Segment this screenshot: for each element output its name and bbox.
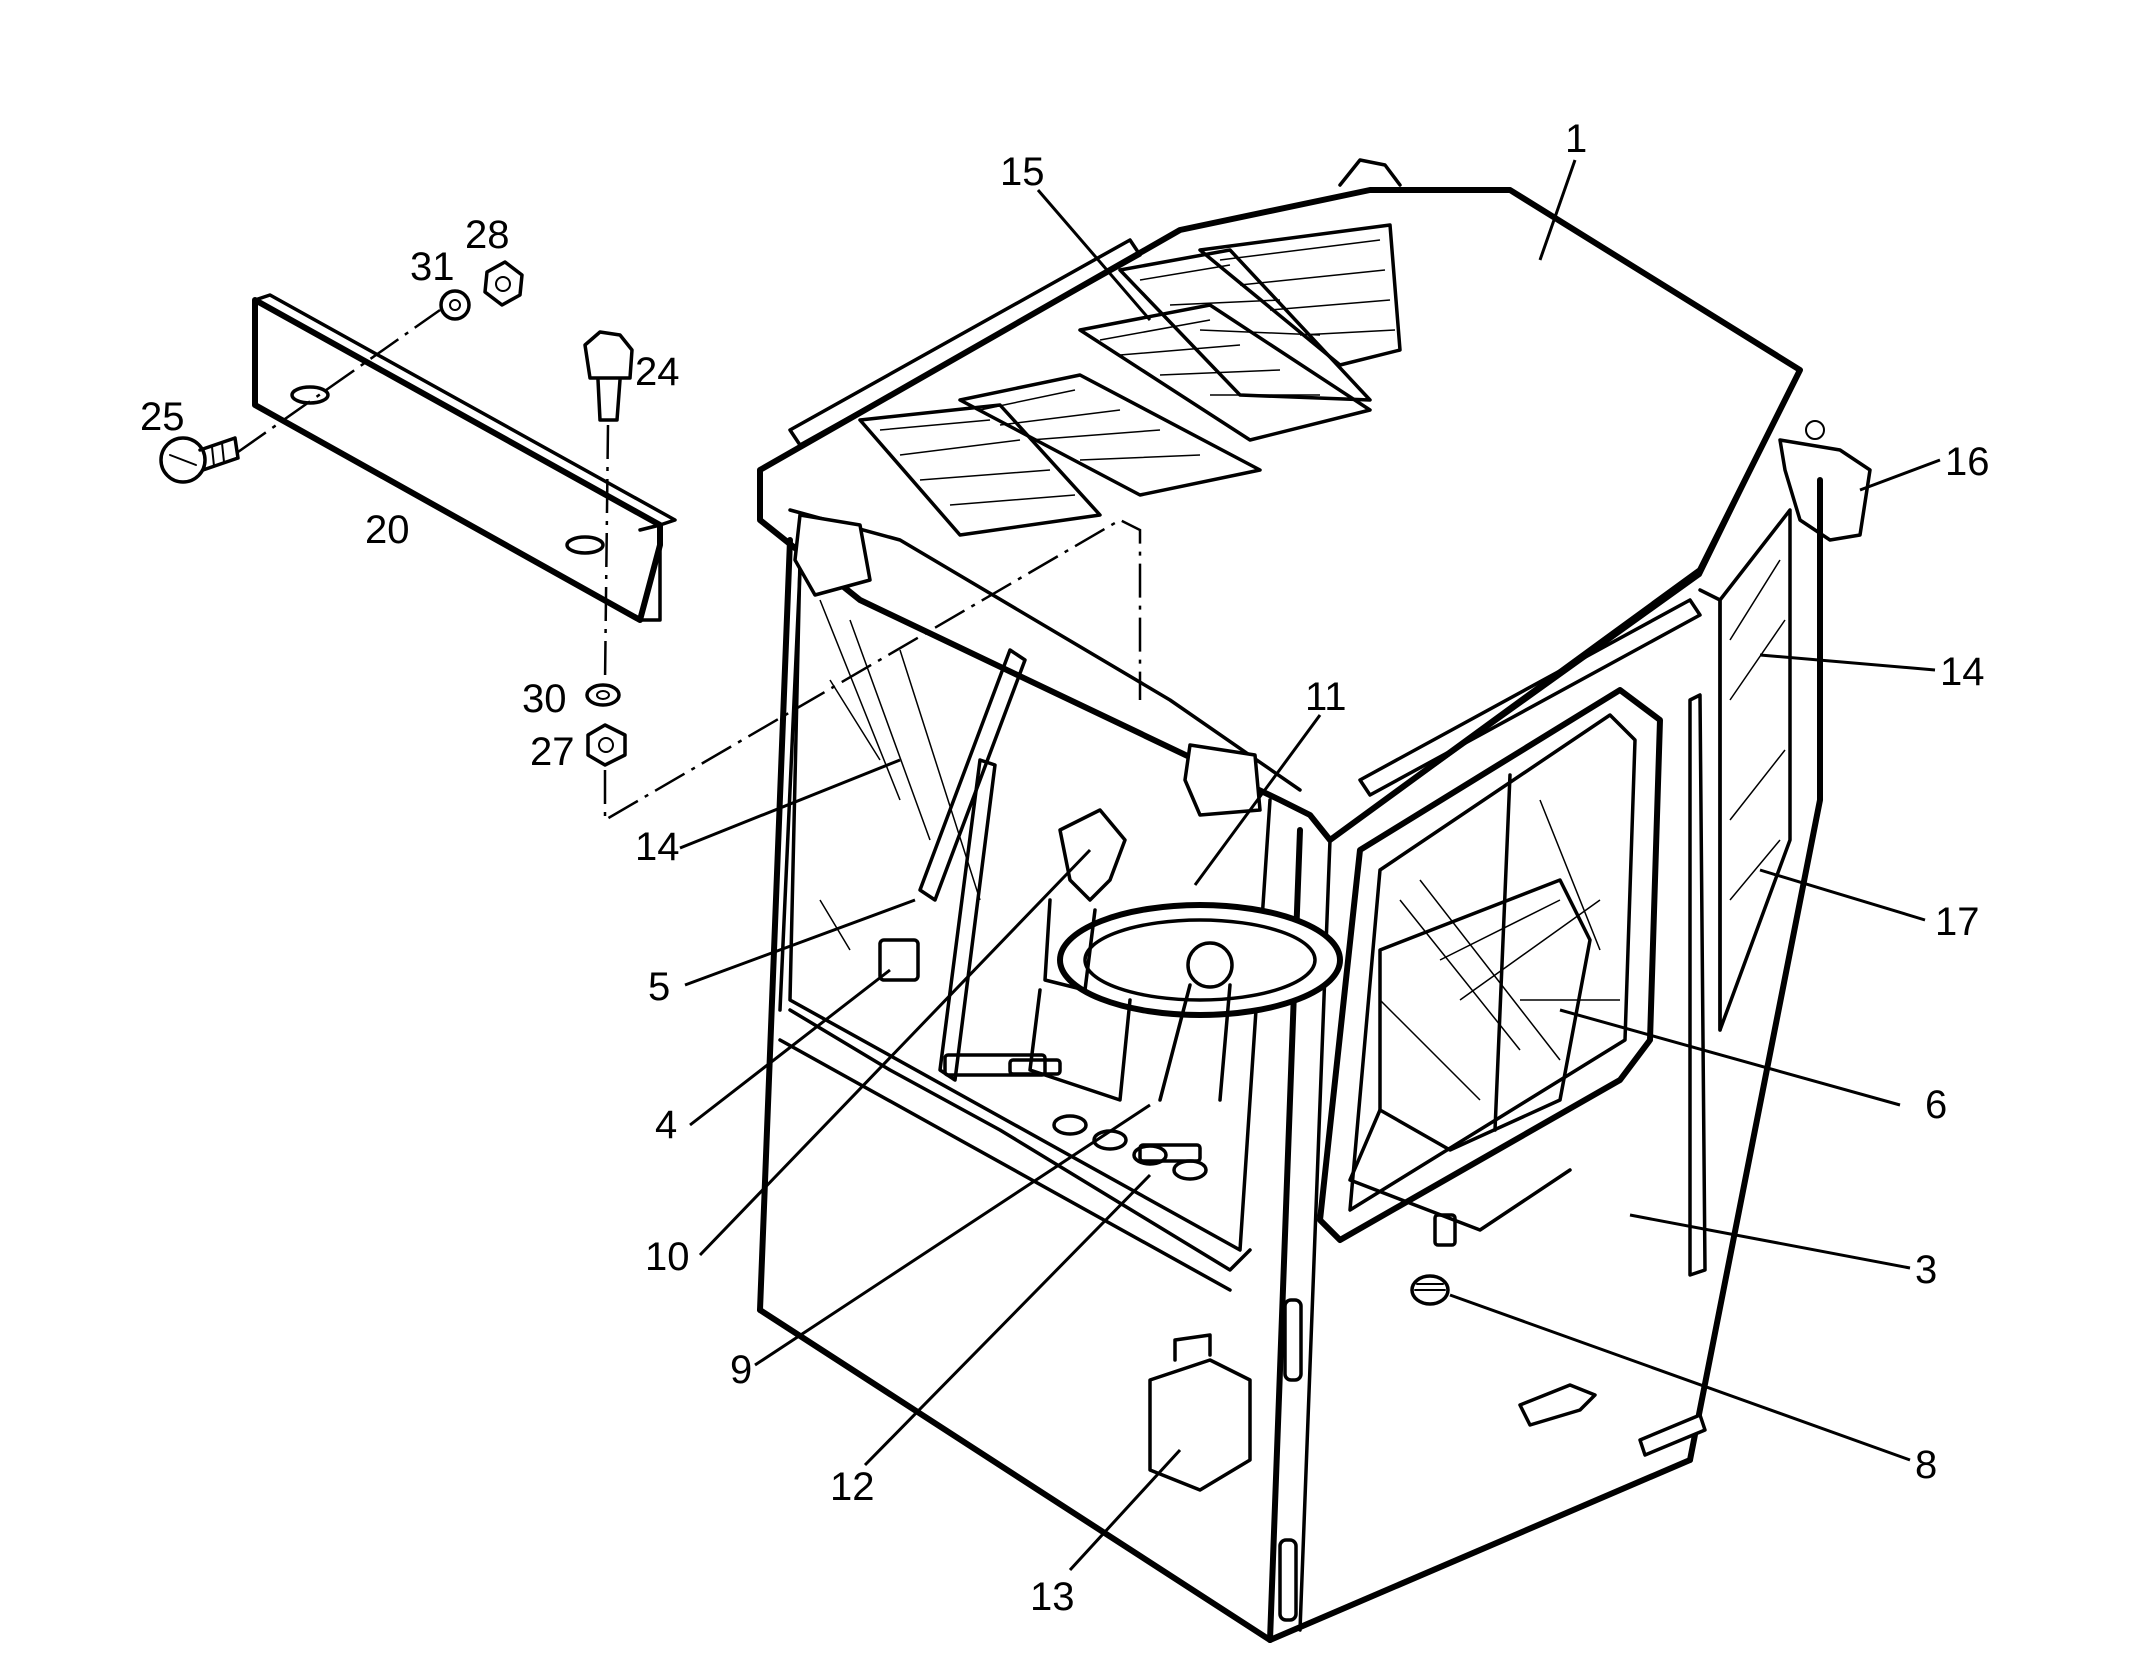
cab-assembly — [757, 158, 1872, 1643]
callout-31: 31 — [410, 245, 455, 289]
wiper-arm — [918, 648, 1027, 902]
roof-insulation-pads — [858, 223, 1402, 537]
callout-3: 3 — [1915, 1248, 1937, 1292]
bolt-24 — [583, 330, 634, 422]
foot-step — [1638, 1413, 1707, 1457]
callout-12: 12 — [830, 1465, 875, 1509]
callout-24: 24 — [635, 350, 680, 394]
dashboard-panel — [788, 1008, 1252, 1272]
callout-6: 6 — [1925, 1083, 1947, 1127]
control-lever — [1058, 808, 1127, 902]
nut-28 — [483, 260, 524, 307]
roof-panel — [757, 187, 1803, 843]
callout-14-right: 14 — [1940, 650, 1985, 694]
operator-seat — [1378, 878, 1592, 1152]
roof-bracket-rear — [1338, 158, 1402, 187]
interior-lamp — [1148, 1358, 1252, 1492]
callout-10: 10 — [645, 1235, 690, 1279]
roof-handrail-right — [1358, 598, 1702, 797]
front-lamp-left — [793, 513, 872, 597]
washer-30 — [585, 683, 621, 707]
leader-lines — [679, 159, 1941, 1572]
callout-8: 8 — [1915, 1443, 1937, 1487]
door-handle — [1518, 1383, 1597, 1427]
grab-handle — [1688, 693, 1707, 1277]
callout-4: 4 — [655, 1103, 677, 1147]
callout-11: 11 — [1305, 675, 1347, 719]
front-lamp-right — [1183, 743, 1262, 817]
side-window-left — [778, 568, 981, 1012]
door-hinge-lower — [1278, 1538, 1298, 1622]
roof-handrail-left — [788, 238, 1142, 447]
callout-25: 25 — [140, 395, 185, 439]
callout-17: 17 — [1935, 900, 1980, 944]
door-hinge-upper — [1283, 1298, 1303, 1382]
washer-31 — [439, 289, 471, 321]
callout-1: 1 — [1565, 117, 1587, 161]
front-pillar-left — [757, 537, 793, 1313]
callout-5: 5 — [648, 965, 670, 1009]
bracket-assembly — [159, 260, 1142, 823]
callout-27: 27 — [530, 730, 575, 774]
callout-9: 9 — [730, 1348, 752, 1392]
callout-28: 28 — [465, 213, 510, 257]
callout-13: 13 — [1030, 1575, 1075, 1619]
rear-window — [1698, 508, 1792, 1032]
mounting-bracket — [252, 297, 663, 623]
callout-labels: 1 3 4 5 6 8 9 10 11 12 13 14 14 15 16 17… — [140, 117, 1990, 1619]
callout-15: 15 — [1000, 150, 1045, 194]
callout-30: 30 — [522, 677, 567, 721]
nut-27 — [586, 723, 627, 767]
callout-14-left: 14 — [635, 825, 680, 869]
door-glass — [1317, 687, 1663, 1243]
callout-16: 16 — [1945, 440, 1990, 484]
bolt-25 — [159, 436, 240, 484]
callout-20: 20 — [365, 508, 410, 552]
windshield-frame — [788, 558, 1272, 1252]
work-lamp-16 — [1778, 438, 1872, 542]
